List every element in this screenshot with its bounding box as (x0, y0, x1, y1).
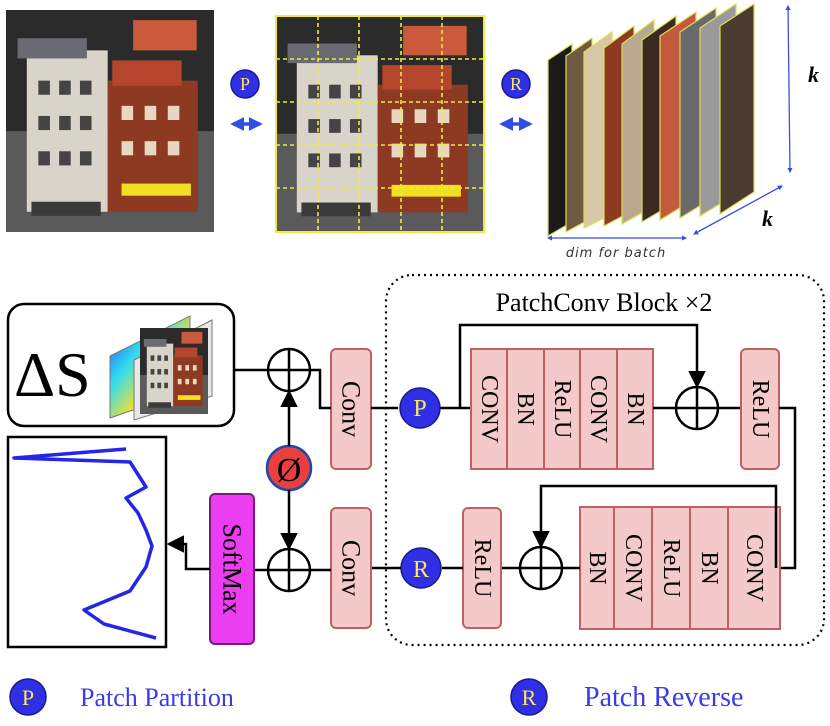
sum-to-conv-top-line (310, 368, 331, 410)
top-layer-bn-2: BN (622, 392, 648, 425)
conv-bottom: Conv (330, 507, 372, 629)
top-layer-stack: CONV BN ReLU CONV BN (470, 348, 654, 470)
bottom-layer-conv-1: CONV (620, 534, 646, 603)
sum-node-block-bottom (518, 545, 564, 591)
conv-top: Conv (330, 348, 372, 470)
attention-plot-box (6, 435, 168, 649)
conv-top-label: Conv (337, 381, 366, 437)
conv-bottom-label: Conv (337, 540, 366, 596)
residual-skip-bottom (532, 484, 778, 568)
bottom-layer-conv-2: CONV (741, 534, 767, 603)
right-connector (779, 406, 797, 570)
legend-reverse-circle (510, 678, 548, 716)
reverse-symbol-top: R (501, 69, 531, 99)
original-image (6, 10, 214, 232)
batch-dim-label: dim for batch (566, 246, 666, 261)
bottom-layer-bn-1: BN (584, 551, 610, 584)
relu-bottom: ReLU (462, 507, 502, 629)
phi-symbol: Ø (277, 452, 302, 489)
legend-partition-letter: P (22, 685, 34, 710)
sum-node-block-top (674, 385, 720, 431)
k-horizontal-label: k (762, 206, 773, 231)
bottom-layer-stack: BN CONV ReLU BN CONV (579, 506, 781, 630)
k-horizontal-line (693, 185, 783, 235)
partition-letter-top: P (240, 74, 250, 94)
sum-node-bottom (266, 547, 312, 593)
k-vertical-line (785, 4, 793, 174)
bottom-layer-bn-2: BN (696, 551, 722, 584)
patchconv-block-frame (384, 273, 826, 647)
legend-partition: P Patch Partition (9, 678, 234, 716)
legend-reverse: R Patch Reverse (510, 678, 743, 716)
patchconv-block-title: PatchConv Block ×2 (496, 288, 713, 317)
bottom-layer-relu: ReLU (658, 539, 684, 598)
partition-node-letter: P (413, 396, 426, 422)
top-layer-conv-1: CONV (476, 375, 502, 444)
softmax-to-plot-arrow (166, 535, 210, 571)
partition-node: P (399, 387, 441, 429)
sum-node-top (266, 347, 312, 393)
reverse-letter-top: R (510, 74, 522, 94)
residual-skip-top (458, 323, 706, 408)
legend-reverse-letter: R (522, 685, 537, 710)
softmax-label: SoftMax (218, 524, 247, 615)
reverse-node-letter: R (413, 557, 429, 583)
top-layer-bn-1: BN (512, 392, 538, 425)
phi-node: Ø (265, 444, 313, 492)
legend-reverse-label: Patch Reverse (584, 682, 743, 713)
k-vertical-label: k (808, 62, 819, 87)
delta-s-label: ΔS (14, 339, 91, 410)
relu-top: ReLU (740, 348, 780, 470)
partition-symbol-top: P (230, 69, 260, 99)
softmax-block: SoftMax (209, 493, 255, 645)
attention-curve (12, 447, 157, 640)
reverse-node: R (400, 547, 442, 589)
patched-image (275, 15, 485, 233)
top-layer-conv-2: CONV (585, 375, 611, 444)
delta-s-thumbnails (109, 315, 213, 421)
legend-partition-circle (9, 678, 47, 716)
relu-top-label: ReLU (747, 380, 773, 439)
patch-stack (547, 2, 755, 238)
top-layer-relu: ReLU (549, 380, 575, 439)
relu-bottom-label: ReLU (469, 539, 495, 598)
legend-partition-label: Patch Partition (80, 683, 234, 712)
